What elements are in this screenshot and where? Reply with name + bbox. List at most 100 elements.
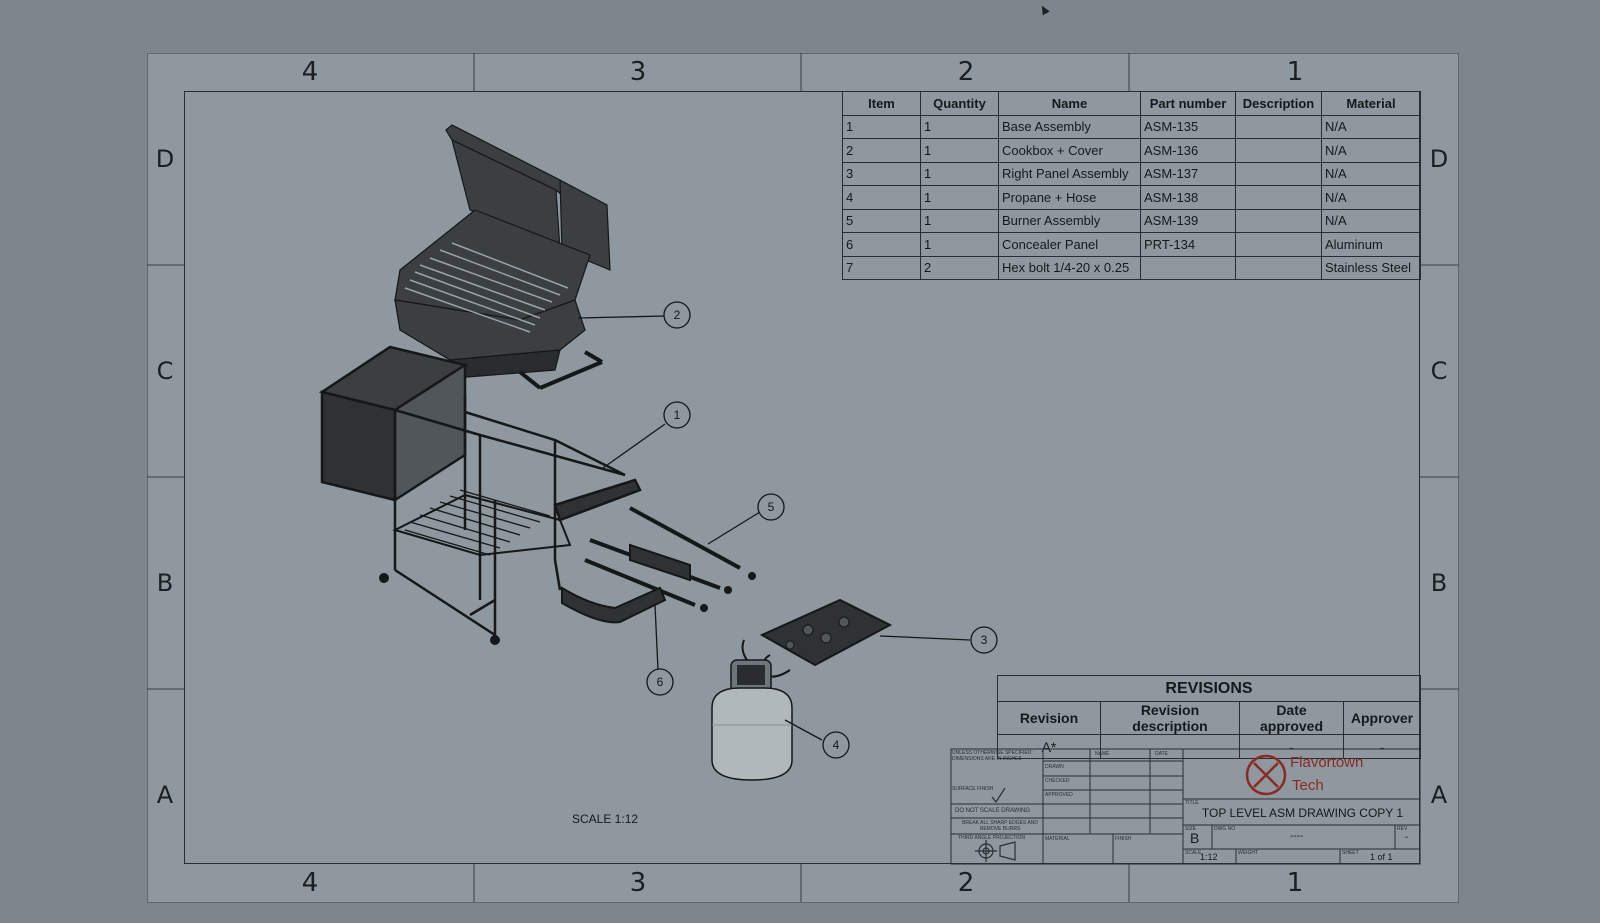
bom-cell: N/A — [1321, 138, 1421, 163]
surface-finish-label: SURFACE FINISH — [952, 786, 994, 792]
bom-cell: Burner Assembly — [998, 208, 1141, 233]
bom-cell — [1140, 255, 1236, 280]
approved-label: APPROVED — [1045, 792, 1073, 798]
bom-header-part-number: Part number — [1140, 91, 1236, 116]
zone-row-right-c: C — [1430, 357, 1448, 385]
bom-cell: 1 — [920, 138, 999, 163]
zone-row-left-d: D — [155, 145, 175, 173]
bom-cell: Stainless Steel — [1321, 255, 1421, 280]
scale-note: SCALE 1:12 — [572, 812, 639, 826]
bom-cell: Base Assembly — [998, 114, 1141, 139]
revision-value: - — [1405, 832, 1409, 843]
zone-col-bottom-3: 3 — [629, 868, 647, 898]
bom-cell: Cookbox + Cover — [998, 138, 1141, 163]
projection-label: THIRD ANGLE PROJECTION — [958, 835, 1025, 841]
bom-header-name: Name — [998, 91, 1141, 116]
bom-cell — [1235, 232, 1322, 257]
zone-col-top-2: 2 — [957, 57, 975, 87]
bom-cell: 4 — [842, 185, 921, 210]
right-panel-assembly-part — [759, 598, 893, 678]
bom-cell: N/A — [1321, 114, 1421, 139]
bom-cell — [1235, 255, 1322, 280]
propane-tank-part — [711, 639, 793, 781]
size-header: SIZE — [1185, 826, 1197, 832]
drawing-number: ---- — [1290, 831, 1304, 842]
leader-lines — [577, 315, 971, 741]
rev-cell: A* — [997, 734, 1101, 759]
bom-header-item: Item — [842, 91, 921, 116]
bom-cell: ASM-136 — [1140, 138, 1236, 163]
rev-header-date: Date approved — [1239, 701, 1344, 735]
bom-cell: 7 — [842, 255, 921, 280]
do-not-scale-note: DO NOT SCALE DRAWING — [955, 808, 1031, 814]
scale-header: SCALE — [1185, 850, 1202, 856]
concealer-panel-part — [561, 543, 691, 624]
name-header: NAME — [1095, 751, 1110, 757]
bom-cell: N/A — [1321, 185, 1421, 210]
zone-row-right-b: B — [1430, 569, 1448, 597]
zone-col-top-4: 4 — [301, 57, 319, 87]
bom-cell: Hex bolt 1/4-20 x 0.25 — [998, 255, 1141, 280]
zone-col-top-1: 1 — [1286, 57, 1304, 87]
revisions-header-row: Revision Revision description Date appro… — [997, 701, 1421, 735]
bom-cell: ASM-138 — [1140, 185, 1236, 210]
sheet-value: 1 of 1 — [1370, 852, 1393, 862]
rev-header: REV — [1397, 826, 1408, 832]
zone-col-bottom-1: 1 — [1286, 868, 1304, 898]
rev-cell: - — [1343, 734, 1421, 759]
zone-row-left-b: B — [156, 569, 174, 597]
handle-part — [518, 350, 604, 390]
base-assembly-part — [318, 345, 642, 637]
bill-of-materials-table: Item Quantity Name Part number Descripti… — [842, 91, 1421, 280]
zone-row-right-d: D — [1429, 145, 1449, 173]
bom-cell: Concealer Panel — [998, 232, 1141, 257]
revisions-table: REVISIONS Revision Revision description … — [997, 675, 1421, 759]
scale-value: 1:12 — [1200, 852, 1218, 862]
bom-header-quantity: Quantity — [920, 91, 999, 116]
burner-valves-part — [700, 572, 756, 612]
bom-header-description: Description — [1235, 91, 1322, 116]
flavortown-logo-icon — [1245, 754, 1287, 796]
zone-col-top-3: 3 — [629, 57, 647, 87]
finish-label: FINISH — [1115, 836, 1132, 842]
bom-header-row: Item Quantity Name Part number Descripti… — [842, 91, 1421, 116]
cart-rack-part — [404, 489, 551, 556]
sheet-header: SHEET — [1342, 850, 1359, 856]
title-header: TITLE — [1185, 800, 1199, 806]
zone-row-left-c: C — [156, 357, 174, 385]
bom-cell: ASM-137 — [1140, 161, 1236, 186]
rev-header-description: Revision description — [1100, 701, 1240, 735]
bom-cell: Right Panel Assembly — [998, 161, 1141, 186]
bom-cell: ASM-135 — [1140, 114, 1236, 139]
surface-finish-icon — [991, 787, 1006, 804]
zone-row-right-a: A — [1430, 781, 1448, 809]
rev-cell: - — [1239, 734, 1344, 759]
weight-header: WEIGHT — [1238, 850, 1258, 856]
dwg-no-header: DWG NO — [1214, 826, 1236, 832]
date-header: DATE — [1155, 751, 1168, 757]
zone-row-left-a: A — [156, 781, 174, 809]
bom-cell: PRT-134 — [1140, 232, 1236, 257]
bom-cell: Propane + Hose — [998, 185, 1141, 210]
zone-col-bottom-2: 2 — [957, 868, 975, 898]
tolerance-notes: UNLESS OTHERWISE SPECIFIED: DIMENSIONS A… — [952, 750, 1033, 762]
cart-wheels-part — [379, 573, 500, 645]
grill-grates-part — [404, 242, 569, 333]
drawing-title: TOP LEVEL ASM DRAWING COPY 1 — [1201, 806, 1404, 820]
bom-cell: 1 — [920, 161, 999, 186]
third-angle-projection-icon — [975, 840, 1016, 862]
material-label: MATERIAL — [1045, 836, 1070, 842]
sheet-size: B — [1190, 830, 1200, 846]
table-row: A* - - — [997, 734, 1421, 759]
bom-cell: 2 — [920, 255, 999, 280]
